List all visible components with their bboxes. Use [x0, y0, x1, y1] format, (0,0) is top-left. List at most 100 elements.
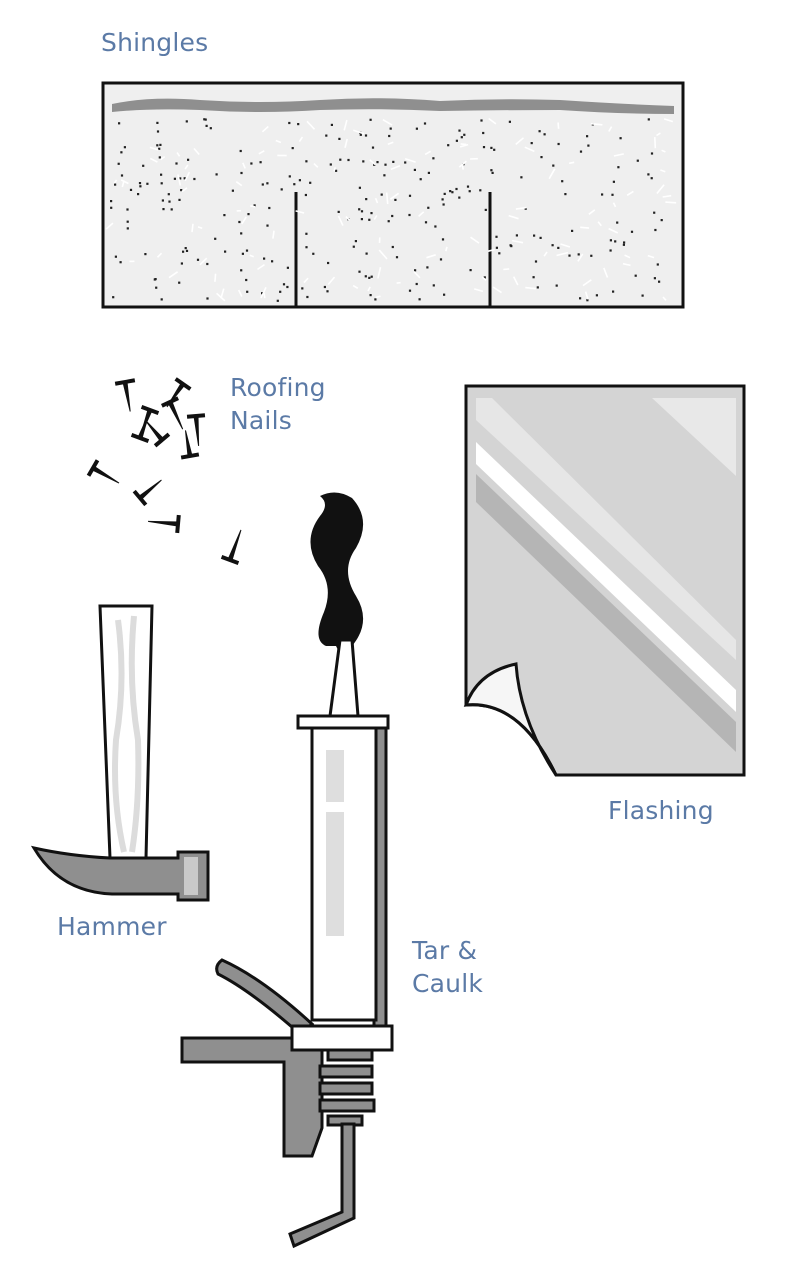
granule-highlight [515, 137, 525, 146]
granule [595, 294, 598, 297]
flashing-shadow-stripe [476, 474, 736, 752]
granule [178, 198, 181, 201]
granule [426, 266, 429, 269]
granule [286, 285, 289, 289]
label-roofing-nails-line2: Nails [230, 406, 292, 435]
granule [312, 252, 315, 255]
granule [129, 188, 133, 191]
granule [247, 213, 250, 216]
granule [371, 146, 375, 149]
nail [144, 419, 171, 448]
granule [439, 258, 443, 261]
granule [168, 200, 171, 203]
granule-highlight [257, 263, 265, 271]
granule [455, 187, 458, 191]
granule [483, 276, 486, 279]
granule-highlight [237, 289, 243, 297]
hammer-handle [98, 604, 154, 860]
granule [536, 286, 539, 289]
granule-highlight [389, 192, 400, 200]
granule [557, 246, 560, 249]
granule [271, 260, 274, 263]
granule-highlight [333, 167, 337, 172]
roofing-nails-illustration [86, 377, 242, 565]
granule [555, 284, 558, 287]
granule-highlight [177, 174, 182, 186]
granule-highlight [459, 143, 469, 148]
nail [132, 479, 162, 507]
granule [455, 139, 458, 142]
granule-highlight [660, 169, 666, 173]
granule-highlight [343, 119, 348, 131]
granule [263, 257, 266, 260]
granule-highlight [113, 179, 118, 184]
granule [389, 127, 392, 130]
granule-highlight [548, 168, 556, 180]
granule-highlight [306, 120, 316, 130]
granule [391, 214, 394, 218]
granule-highlight [298, 136, 304, 143]
granule-highlight [515, 206, 527, 210]
granule [288, 121, 291, 125]
granule [482, 146, 486, 149]
granule [463, 133, 466, 136]
granule [158, 147, 161, 150]
granule [309, 181, 312, 184]
granule [579, 297, 582, 300]
granule [441, 238, 445, 241]
granule-highlight [524, 146, 535, 153]
granule [114, 255, 117, 258]
granule [408, 289, 412, 292]
granule [368, 218, 371, 221]
granule-highlight [105, 222, 114, 230]
granule-highlight [390, 165, 401, 171]
granule [479, 189, 482, 192]
granule-highlight [597, 221, 602, 227]
granule [561, 180, 564, 183]
granule-highlight [503, 268, 510, 271]
caulk-gun-collar [290, 1024, 394, 1052]
granule [155, 286, 158, 289]
hammer-illustration [30, 604, 210, 902]
caulk-gun-ratchet [318, 1048, 376, 1127]
granule [460, 136, 463, 139]
granule [654, 228, 657, 232]
granule [630, 230, 634, 233]
granule-highlight [445, 246, 448, 252]
granule [364, 134, 368, 137]
granule [178, 281, 181, 284]
granule [306, 295, 309, 299]
granule [418, 298, 421, 301]
granule [395, 256, 399, 259]
nail [166, 377, 192, 408]
shingle-granules [105, 117, 677, 302]
granule-highlight [352, 284, 359, 289]
granule-highlight [663, 118, 674, 123]
granule-highlight [488, 117, 497, 125]
granule-highlight [344, 138, 348, 148]
granule-highlight [662, 194, 672, 198]
granule [184, 247, 187, 250]
label-tar-caulk-line1: Tar & [412, 936, 478, 965]
granule [484, 208, 487, 211]
granule [215, 173, 218, 176]
granule [447, 144, 450, 147]
granule [387, 220, 390, 223]
granule [424, 221, 428, 224]
granule [408, 194, 412, 197]
granule-highlight [608, 227, 619, 234]
granule-highlight [382, 119, 393, 126]
granule [650, 177, 653, 180]
granule [423, 122, 427, 125]
granule [266, 182, 269, 185]
granule [159, 143, 162, 146]
caulk-gun-handle [180, 1036, 324, 1158]
granule-highlight [473, 288, 484, 293]
granule [305, 232, 308, 235]
granule-highlight [603, 267, 609, 278]
granule-highlight [654, 137, 657, 149]
granule-highlight [242, 162, 246, 169]
granule [482, 131, 485, 135]
granule [443, 293, 446, 296]
granule [276, 299, 279, 302]
